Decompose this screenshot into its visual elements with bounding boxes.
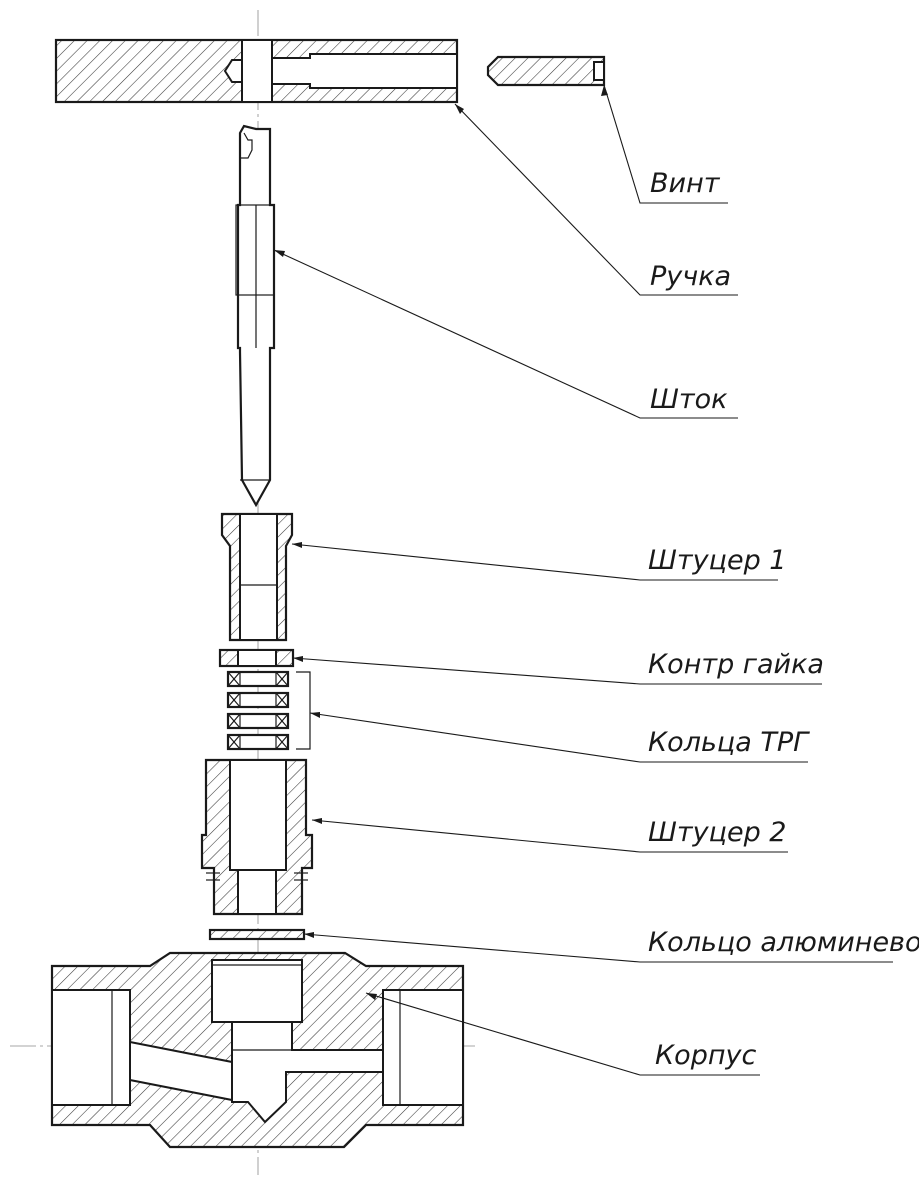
trg-rings-part xyxy=(226,670,311,751)
leader-lines xyxy=(273,84,893,1076)
label-locknut: Контр гайка xyxy=(648,649,824,680)
handle-part xyxy=(54,38,459,104)
stem-part xyxy=(235,124,276,508)
fitting1-part xyxy=(220,512,294,642)
body-part xyxy=(50,951,465,1149)
label-fitting1: Штуцер 1 xyxy=(648,545,786,576)
aluminum-ring-part xyxy=(208,928,306,941)
label-trg-rings: Кольца ТРГ xyxy=(648,727,810,758)
label-handle: Ручка xyxy=(650,261,731,292)
label-aluminum-ring: Кольцо алюминевое xyxy=(648,927,919,958)
label-stem: Шток xyxy=(650,384,728,415)
fitting2-part xyxy=(200,758,314,916)
label-fitting2: Штуцер 2 xyxy=(648,817,786,848)
label-body: Корпус xyxy=(655,1040,756,1071)
screw-part xyxy=(486,55,606,87)
label-screw: Винт xyxy=(650,168,721,199)
locknut-part xyxy=(218,648,295,668)
